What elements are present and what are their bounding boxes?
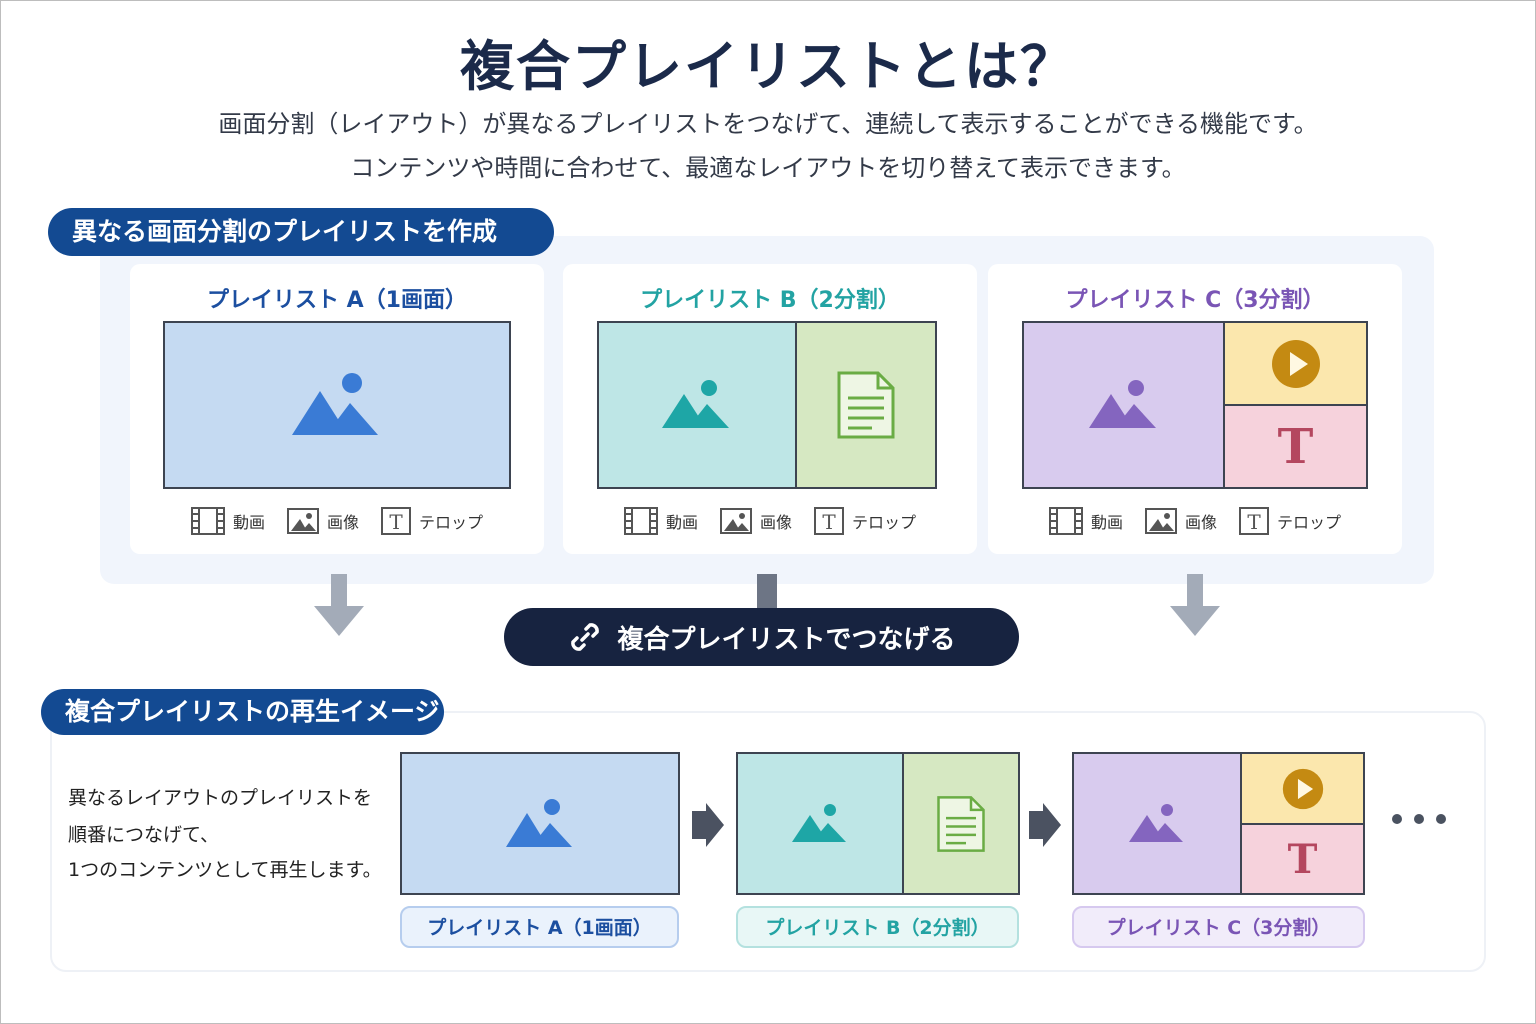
telop-glyph: T (1287, 835, 1318, 883)
legend-image: 画像 (1144, 508, 1217, 534)
arrow-down-icon (1170, 574, 1220, 636)
playlist-b-screen (597, 321, 937, 489)
sequence-b-document-cell (904, 754, 1018, 893)
description-line-3: 1つのコンテンツとして再生します。 (68, 859, 382, 881)
sequence-b-image-cell (738, 754, 904, 893)
legend-video-label: 動画 (665, 513, 698, 532)
legend-telop: T テロップ (1239, 507, 1341, 535)
legend-image: 画像 (719, 508, 792, 534)
playlist-card-b: プレイリスト B（2分割） 動画 画像 T テロップ (563, 264, 977, 554)
image-icon (286, 508, 319, 534)
svg-text:T: T (1247, 510, 1261, 534)
ellipsis-dot (1436, 814, 1446, 824)
play-icon (1271, 339, 1320, 388)
description-line-2: 順番につなげて、 (68, 824, 220, 846)
document-icon (937, 795, 985, 852)
legend-video-label: 動画 (232, 513, 265, 532)
legend-image: 画像 (286, 508, 359, 534)
image-icon (719, 508, 752, 534)
legend-video-label: 動画 (1090, 513, 1123, 532)
sequence-screen-b (736, 752, 1020, 895)
sequence-c-tag: プレイリスト C（3分割） (1072, 906, 1365, 948)
legend-image-label: 画像 (326, 513, 359, 532)
film-icon (623, 507, 658, 535)
legend-video: 動画 (1048, 507, 1123, 535)
image-icon (1088, 380, 1156, 428)
legend-telop-label: テロップ (1277, 513, 1342, 532)
subtitle-line-2: コンテンツや時間に合わせて、最適なレイアウトを切り替えて表示できます。 (350, 154, 1186, 182)
legend-telop-label: テロップ (852, 513, 917, 532)
link-icon (571, 623, 600, 651)
text-icon: T (1239, 507, 1269, 535)
legend-telop: T テロップ (381, 507, 483, 535)
more-ellipsis (1392, 814, 1446, 824)
image-icon (792, 803, 846, 842)
text-icon: T (381, 507, 411, 535)
image-icon (506, 798, 572, 847)
legend-telop-label: テロップ (419, 513, 484, 532)
playlist-b-document-cell (797, 323, 935, 487)
playback-section-label: 複合プレイリストの再生イメージ (41, 689, 444, 735)
image-icon (1144, 508, 1177, 534)
sequence-screen-a (400, 752, 680, 895)
subtitle-line-1: 画面分割（レイアウト）が異なるプレイリストをつなげて、連続して表示することができ… (218, 110, 1318, 138)
playlist-c-image-cell (1024, 323, 1225, 487)
image-icon (1129, 803, 1183, 842)
legend-video: 動画 (623, 507, 698, 535)
legend-video: 動画 (190, 507, 265, 535)
play-icon (1282, 768, 1323, 809)
connector-line (757, 574, 777, 610)
film-icon (1048, 507, 1083, 535)
page-title: 複合プレイリストとは？ (460, 35, 1076, 98)
playlist-b-title: プレイリスト B（2分割） (640, 288, 900, 313)
telop-glyph: T (1277, 418, 1314, 475)
playlist-b-legend: 動画 画像 T テロップ (563, 507, 977, 535)
playlist-c-video-cell (1225, 323, 1366, 406)
arrow-down-icon (314, 574, 364, 636)
svg-text:T: T (822, 510, 836, 534)
sequence-c-telop-cell: T (1242, 825, 1363, 893)
playlist-a-screen (163, 321, 511, 489)
playlist-c-telop-cell: T (1225, 406, 1366, 487)
sequence-c-video-cell (1242, 754, 1363, 825)
connect-playlists-label: 複合プレイリストでつなげる (504, 608, 1019, 666)
playlist-c-legend: 動画 画像 T テロップ (988, 507, 1402, 535)
document-icon (837, 371, 895, 439)
connect-label-text: 複合プレイリストでつなげる (617, 624, 956, 655)
legend-image-label: 画像 (1184, 513, 1217, 532)
film-icon (190, 507, 225, 535)
playlist-c-screen: T (1022, 321, 1368, 489)
playlist-card-c: プレイリスト C（3分割） T 動画 画像 T テロップ (988, 264, 1402, 554)
description-line-1: 異なるレイアウトのプレイリストを (68, 787, 373, 809)
svg-text:T: T (389, 510, 403, 534)
text-icon: T (814, 507, 844, 535)
playlist-a-image-cell (165, 323, 509, 487)
legend-telop: T テロップ (814, 507, 916, 535)
legend-image-label: 画像 (759, 513, 792, 532)
sequence-screen-c: T (1072, 752, 1365, 895)
arrow-right-icon (1029, 803, 1061, 847)
playlist-c-title: プレイリスト C（3分割） (1065, 288, 1325, 313)
playlist-card-a: プレイリスト A（1画面） 動画 画像 T テロップ (130, 264, 544, 554)
image-icon (292, 373, 378, 435)
image-icon (662, 380, 729, 428)
ellipsis-dot (1392, 814, 1402, 824)
sequence-a-tag: プレイリスト A（1画面） (400, 906, 679, 948)
sequence-c-image-cell (1074, 754, 1242, 893)
playlist-a-legend: 動画 画像 T テロップ (130, 507, 544, 535)
sequence-b-tag: プレイリスト B（2分割） (736, 906, 1019, 948)
sequence-a-image-cell (402, 754, 678, 893)
playlist-a-title: プレイリスト A（1画面） (207, 288, 467, 313)
playlist-b-image-cell (599, 323, 797, 487)
arrow-right-icon (692, 803, 724, 847)
create-section-label: 異なる画面分割のプレイリストを作成 (48, 208, 554, 256)
ellipsis-dot (1414, 814, 1424, 824)
